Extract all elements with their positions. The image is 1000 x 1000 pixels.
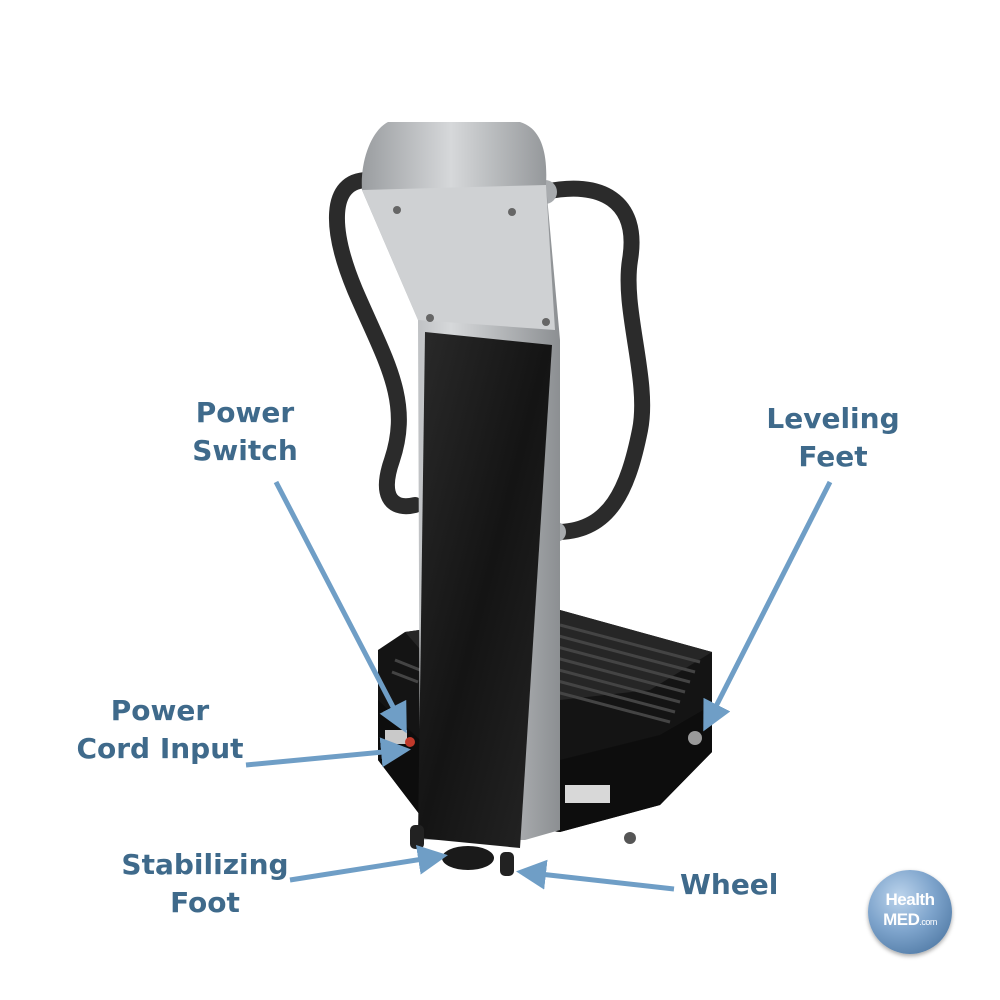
label-power-cord-input: Power Cord Input: [70, 692, 250, 768]
label-stabilizing-foot: Stabilizing Foot: [115, 846, 295, 922]
label-line: Feet: [798, 440, 868, 473]
label-leveling-feet: Leveling Feet: [758, 400, 908, 476]
arrow-stabilizing-foot: [289, 844, 448, 883]
logo-text-line-2-main: MED: [883, 910, 920, 929]
arrow-leveling-feet: [703, 480, 833, 732]
callout-arrows: [245, 480, 833, 892]
label-line: Leveling: [766, 402, 900, 435]
label-line: Foot: [170, 886, 240, 919]
rear-sticker: [385, 730, 407, 744]
logo-text-suffix: .com: [919, 917, 937, 927]
arrow-power-cord-input: [245, 737, 411, 768]
wheels: [410, 825, 514, 876]
label-line: Stabilizing: [121, 848, 289, 881]
label-line: Power: [110, 694, 210, 727]
label-wheel: Wheel: [680, 868, 779, 901]
logo-text-line-1: Health: [885, 890, 935, 909]
arrow-wheel: [516, 859, 675, 892]
label-power-switch: Power Switch: [180, 394, 310, 470]
power-switch-indicator: [405, 737, 415, 747]
column-glass-panel: [418, 332, 552, 848]
screw: [542, 318, 550, 326]
leveling-foot: [688, 731, 702, 745]
product-sticker: [565, 785, 610, 803]
arrow-power-switch: [273, 480, 407, 734]
label-line: Cord Input: [76, 732, 244, 765]
stabilizing-foot-pad: [442, 846, 494, 870]
screw: [393, 206, 401, 214]
screw: [508, 208, 516, 216]
screw: [426, 314, 434, 322]
healthmed-logo: Health MED.com: [868, 870, 952, 954]
handle-bars: [328, 172, 651, 540]
label-line: Switch: [192, 434, 298, 467]
logo-text-line-2: MED.com: [868, 910, 952, 930]
label-line: Power: [195, 396, 295, 429]
leveling-foot-front: [624, 832, 636, 844]
